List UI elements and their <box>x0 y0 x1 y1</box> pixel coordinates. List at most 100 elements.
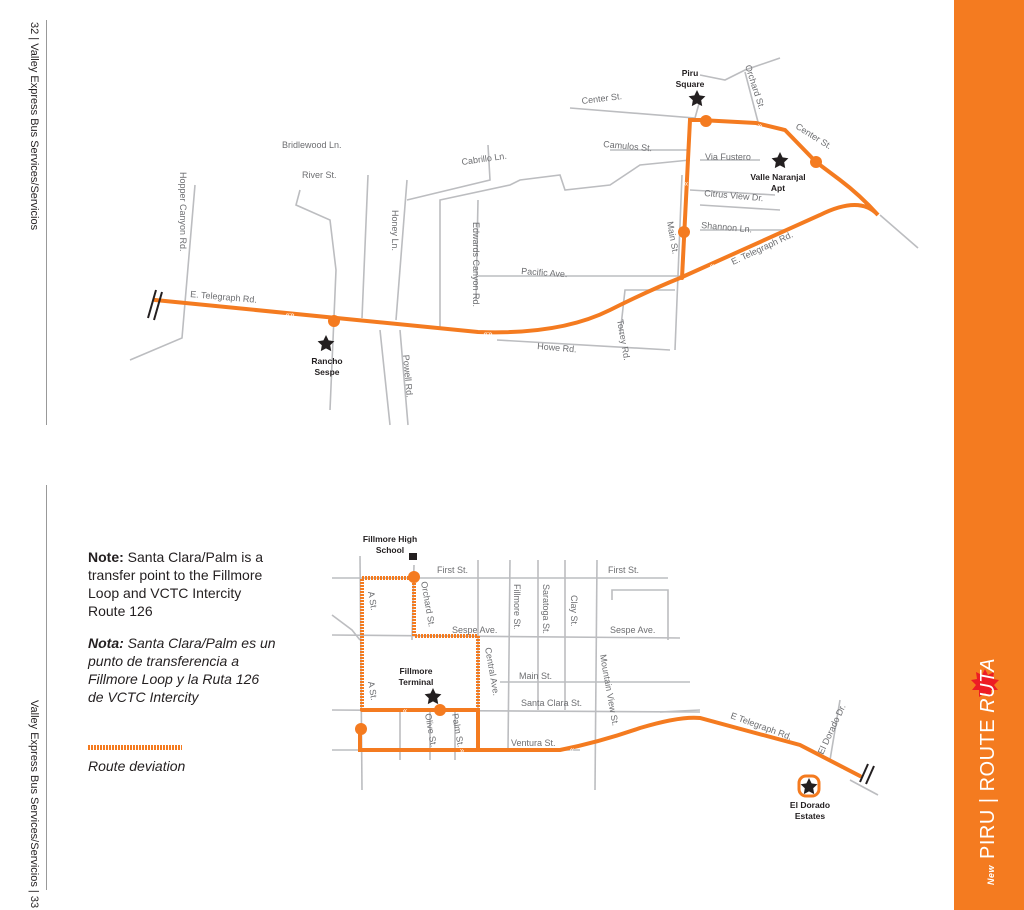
street-e-telegraph-b: E Telegraph Rd. <box>729 710 793 741</box>
el-dorado-stop <box>797 774 821 798</box>
svg-text:»: » <box>758 121 763 130</box>
street-ventura: Ventura St. <box>511 738 556 748</box>
rancho-sespe-label-1: Rancho <box>311 356 342 366</box>
new-badge-text: New <box>986 864 996 885</box>
street-powell: Powell Rd. <box>401 354 415 398</box>
street-shannon: Shannon Ln. <box>701 220 753 234</box>
piru-square-label-2: Square <box>676 79 705 89</box>
street-sespe-2: Sespe Ave. <box>610 625 655 635</box>
svg-text:»: » <box>840 766 845 775</box>
rancho-sespe-label-2: Sespe <box>314 367 339 377</box>
top-divider-line <box>46 20 47 425</box>
bottom-place-labels: Fillmore High School Fillmore Terminal E… <box>363 534 830 821</box>
top-route-end-bars <box>147 289 163 321</box>
stop-fillmore-terminal <box>434 704 446 716</box>
high-school-label-2: School <box>376 545 404 555</box>
top-map-place-markers <box>317 90 789 352</box>
street-olive: Olive St. <box>423 713 439 748</box>
street-river: River St. <box>302 170 337 180</box>
stop-rancho-sespe <box>328 315 340 327</box>
svg-text:«: « <box>570 745 575 754</box>
stop-a-st <box>355 723 367 735</box>
title-italic: RUTA <box>977 657 999 713</box>
street-e-telegraph-east: E. Telegraph Rd. <box>730 229 795 266</box>
svg-text:«: « <box>796 745 801 754</box>
rancho-sespe-star <box>317 335 335 352</box>
street-bridlewood: Bridlewood Ln. <box>282 140 342 150</box>
street-central: Central Ave. <box>483 647 501 697</box>
bottom-direction-arrows: « » « « » <box>403 706 845 775</box>
street-santa-clara: Santa Clara St. <box>521 698 582 708</box>
street-cabrillo: Cabrillo Ln. <box>461 151 507 167</box>
svg-text:«»: «» <box>484 329 493 338</box>
high-school-icon <box>409 553 417 560</box>
bottom-route-stops <box>355 571 446 735</box>
bottom-divider-line <box>46 485 47 890</box>
note-spanish: Nota: Santa Clara/Palm es un punto de tr… <box>88 634 278 706</box>
svg-text:»: » <box>460 746 465 755</box>
note-en-bold: Note: <box>88 549 124 565</box>
note-es-bold: Nota: <box>88 635 124 651</box>
page-title: New PIRU | ROUTE RUTA <box>955 658 1023 900</box>
street-hopper-canyon: Hopper Canyon Rd. <box>178 172 188 252</box>
street-howe: Howe Rd. <box>537 341 577 354</box>
top-route <box>153 118 880 335</box>
note-es-text: Santa Clara/Palm es un punto de transfer… <box>88 635 276 705</box>
terminal-label-2: Terminal <box>399 677 434 687</box>
street-clay: Clay St. <box>569 595 579 627</box>
fillmore-terminal-star <box>424 688 442 705</box>
terminal-label-1: Fillmore <box>399 666 432 676</box>
street-first-1: First St. <box>437 565 468 575</box>
street-torrey: Torrey Rd. <box>615 319 632 362</box>
top-direction-arrows: «» «» » « « « <box>286 121 823 338</box>
stop-first-st <box>408 571 420 583</box>
street-honey: Honey Ln. <box>390 210 400 251</box>
svg-text:«: « <box>684 179 689 188</box>
top-route-stops <box>328 115 822 327</box>
high-school-label-1: Fillmore High <box>363 534 417 544</box>
title-main: PIRU | ROUTE <box>977 712 999 859</box>
bottom-route-deviation <box>360 576 480 710</box>
svg-text:«: « <box>710 261 715 270</box>
svg-text:«: « <box>403 706 408 715</box>
street-saratoga: Saratoga St. <box>541 584 551 634</box>
valle-naranjal-star <box>771 152 789 169</box>
route-deviation-legend-label: Route deviation <box>88 758 186 774</box>
street-sespe-1: Sespe Ave. <box>452 625 497 635</box>
street-fillmore: Fillmore St. <box>512 584 522 630</box>
valle-naranjal-label-2: Apt <box>771 183 785 193</box>
stop-piru-square <box>700 115 712 127</box>
el-dorado-star <box>800 778 818 795</box>
street-a-2: A St. <box>366 681 379 701</box>
street-palm: Palm St. <box>450 713 466 748</box>
street-via-fustero: Via Fustero <box>705 152 751 162</box>
el-dorado-label-1: El Dorado <box>790 800 830 810</box>
piru-square-label-1: Piru <box>682 68 699 78</box>
street-mountain-view: Mountain View St. <box>598 654 620 727</box>
note-english: Note: Santa Clara/Palm is a transfer poi… <box>88 548 278 620</box>
valle-naranjal-label-1: Valle Naranjal <box>750 172 805 182</box>
top-street-labels: Bridlewood Ln. River St. Hopper Canyon R… <box>178 64 834 399</box>
new-starburst-icon <box>971 669 999 697</box>
top-place-labels: Piru Square Valle Naranjal Apt Rancho Se… <box>311 68 805 377</box>
transfer-note: Note: Santa Clara/Palm is a transfer poi… <box>88 548 278 706</box>
street-pacific: Pacific Ave. <box>521 266 568 279</box>
street-a-1: A St. <box>366 591 379 611</box>
svg-text:«»: «» <box>286 310 295 319</box>
route-maps: «»«» »« «« Bridlewood Ln. River St. Hopp… <box>129 57 919 821</box>
stop-main-st <box>678 226 690 238</box>
svg-text:«: « <box>818 203 823 212</box>
street-main-b: Main St. <box>519 671 552 681</box>
el-dorado-label-2: Estates <box>795 811 826 821</box>
street-citrus-view: Citrus View Dr. <box>704 188 764 203</box>
top-map-streets <box>129 57 919 426</box>
bottom-route <box>358 708 862 778</box>
note-en-text: Santa Clara/Palm is a transfer point to … <box>88 549 264 619</box>
street-center-west: Center St. <box>581 91 622 106</box>
street-main: Main St. <box>665 221 681 255</box>
street-edwards-canyon: Edwards Canyon Rd. <box>471 222 481 307</box>
bottom-route-end-bars <box>859 763 875 785</box>
street-orchard-b: Orchard St. <box>419 581 437 628</box>
piru-square-star <box>688 90 706 107</box>
route-deviation-legend-swatch <box>88 745 182 750</box>
